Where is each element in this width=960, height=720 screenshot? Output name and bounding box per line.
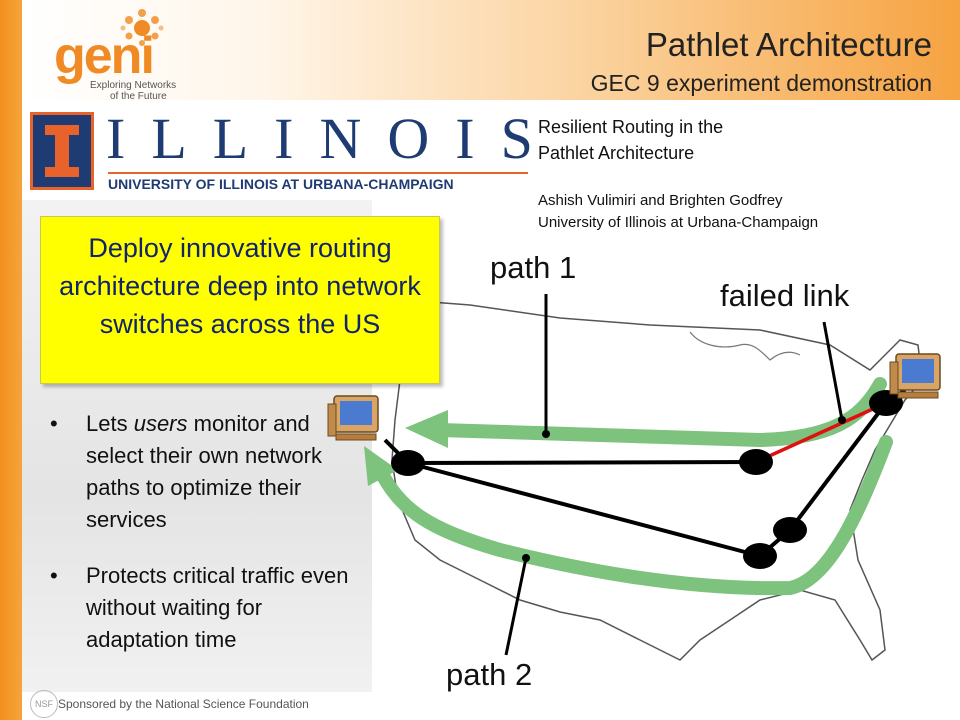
bullet-1-emphasis: users [133, 411, 188, 436]
great-lakes-outline [689, 331, 801, 361]
failed-link-pointer [822, 321, 844, 421]
router-southeast [773, 517, 807, 543]
geni-logo: geni Exploring Networks of the Future [54, 8, 184, 102]
illinois-logo: ILLINOIS UNIVERSITY OF ILLINOIS AT URBAN… [30, 110, 533, 194]
host-computer-east-icon [889, 353, 941, 399]
bullet-dot-icon: • [50, 411, 58, 436]
illinois-block-i-icon [30, 112, 94, 190]
host-computer-west-icon [327, 395, 379, 441]
path-1-label: path 1 [490, 250, 577, 285]
path-2-arrow [373, 435, 893, 596]
paper-title-line1: Resilient Routing in the [538, 117, 724, 137]
link-west-south [407, 461, 761, 558]
router-west [391, 450, 425, 476]
bullet-list: • Lets users monitor and select their ow… [46, 408, 366, 680]
illinois-rule [108, 172, 528, 174]
slide-title: Pathlet Architecture [645, 26, 932, 63]
failed-link-label: failed link [720, 278, 850, 313]
link-southeast-northeast [788, 401, 888, 532]
path-2-label: path 2 [446, 657, 533, 692]
author-names: Ashish Vulimiri and Brighten Godfrey [538, 192, 783, 209]
geni-wordmark: geni [54, 27, 155, 85]
link-west-north [407, 460, 757, 465]
bullet-item: • Lets users monitor and select their ow… [46, 408, 366, 536]
geni-tagline-line1: Exploring Networks [90, 80, 177, 91]
router-northeast [869, 390, 903, 416]
geni-dots-icon [120, 9, 164, 46]
illinois-subtitle: UNIVERSITY OF ILLINOIS AT URBANA-CHAMPAI… [108, 176, 454, 192]
slide-subtitle: GEC 9 experiment demonstration [590, 70, 932, 96]
header-band [22, 0, 960, 100]
sponsor-footer: Sponsored by the National Science Founda… [58, 697, 309, 711]
bullet-1-before: Lets [86, 411, 134, 436]
router-south [743, 543, 777, 569]
bullet-2-text: Protects critical traffic even without w… [86, 563, 349, 652]
nsf-logo-icon: NSF [30, 690, 58, 718]
block-i-glyph-icon [45, 125, 79, 177]
failed-link-pointer-dot [838, 416, 846, 424]
author-affiliation: University of Illinois at Urbana-Champai… [538, 214, 819, 231]
left-accent-bar [0, 0, 22, 720]
path-2-pointer-dot [522, 554, 530, 562]
callout-box: Deploy innovative routing architecture d… [40, 216, 440, 384]
path-2-arrowhead [364, 446, 398, 486]
path-1-pointer-dot [542, 430, 550, 438]
illinois-wordmark: ILLINOIS [106, 106, 559, 171]
paper-authors: Ashish Vulimiri and Brighten Godfrey Uni… [538, 190, 818, 234]
path-2-pointer [504, 557, 528, 656]
failed-link [755, 401, 887, 464]
geni-tagline-line2: of the Future [110, 91, 167, 102]
bullet-dot-icon: • [50, 563, 58, 588]
paper-title: Resilient Routing in the Pathlet Archite… [538, 114, 723, 166]
bullet-item: • Protects critical traffic even without… [46, 560, 366, 656]
path-1-arrowhead [405, 410, 448, 448]
paper-title-line2: Pathlet Architecture [538, 143, 695, 163]
router-north [739, 449, 773, 475]
bullet-1-after: monitor and select their own network pat… [86, 411, 322, 532]
